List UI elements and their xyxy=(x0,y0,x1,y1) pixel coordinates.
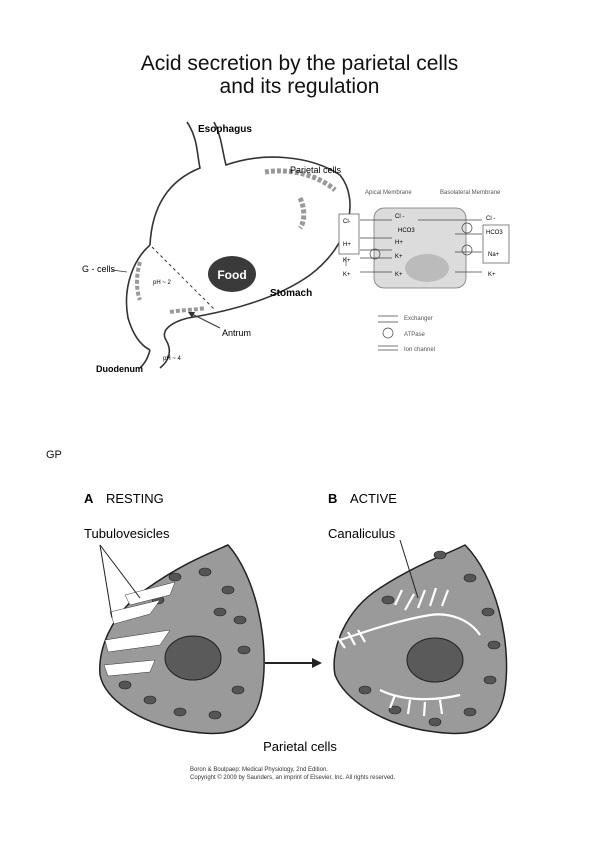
a-label: RESTING xyxy=(106,491,164,506)
active-cell xyxy=(333,544,508,735)
g-cells-label: G - cells xyxy=(82,264,116,274)
parietal-cells-label: Parietal cells xyxy=(290,165,342,175)
nucleus-shape xyxy=(405,254,449,282)
lumen-box xyxy=(338,213,360,255)
k-left-2: K+ xyxy=(343,272,351,278)
ph-stomach-label: pH ~ 2 xyxy=(153,280,172,286)
k-left-1: K+ xyxy=(343,258,351,264)
active-nucleus xyxy=(406,637,464,683)
a-letter: A xyxy=(84,491,94,506)
h-cell: H+ xyxy=(395,240,403,246)
antrum-label: Antrum xyxy=(222,328,251,338)
page-title: Acid secretion by the parietal cells and… xyxy=(0,52,599,98)
cells-caption: Parietal cells xyxy=(263,739,337,754)
food-label: Food xyxy=(217,268,246,282)
k-cell-1: K+ xyxy=(395,254,403,260)
hco3-cell: HCO3 xyxy=(398,228,415,234)
stomach-label: Stomach xyxy=(270,288,312,299)
resting-nucleus xyxy=(164,635,222,681)
gp-label: GP xyxy=(46,449,62,461)
k-right: K+ xyxy=(488,272,496,278)
ph-duodenum-label: pH ~ 4 xyxy=(163,356,182,362)
k-cell-2: K+ xyxy=(395,272,403,278)
b-letter: B xyxy=(328,491,337,506)
credit-line-1: Boron & Boulpaep: Medical Physiology, 2n… xyxy=(190,767,328,773)
apical-label: Apical Membrane xyxy=(365,190,412,196)
b-label: ACTIVE xyxy=(350,491,397,506)
legend-channel: Ion channel xyxy=(404,347,435,353)
transition-arrow xyxy=(312,658,322,668)
legend-exchanger: Exchanger xyxy=(404,316,433,322)
na-box: Na+ xyxy=(488,252,500,258)
cl-cell: Cl - xyxy=(395,214,404,220)
basolateral-label: Basolateral Membrane xyxy=(440,190,501,196)
duodenum-label: Duodenum xyxy=(96,364,143,374)
credit-line-2: Copyright © 2009 by Saunders, an imprint… xyxy=(190,774,396,781)
hco3-box: HCO3 xyxy=(486,230,503,236)
h-lumen: H+ xyxy=(343,242,351,248)
esophagus-label: Esophagus xyxy=(198,124,252,135)
title-line-1: Acid secretion by the parietal cells xyxy=(140,52,459,75)
cl-lumen: Cl- xyxy=(343,219,351,225)
canaliculus-label: Canaliculus xyxy=(328,526,396,541)
tubulovesicles-label: Tubulovesicles xyxy=(84,526,170,541)
legend-atpase: ATPase xyxy=(404,332,426,338)
membrane-diagram: Apical Membrane Basolateral Membrane Cl-… xyxy=(338,190,510,353)
blood-box xyxy=(482,224,510,264)
title-line-2: and its regulation xyxy=(219,75,380,98)
food-blob xyxy=(208,256,256,292)
cl-right: Cl - xyxy=(486,216,495,222)
